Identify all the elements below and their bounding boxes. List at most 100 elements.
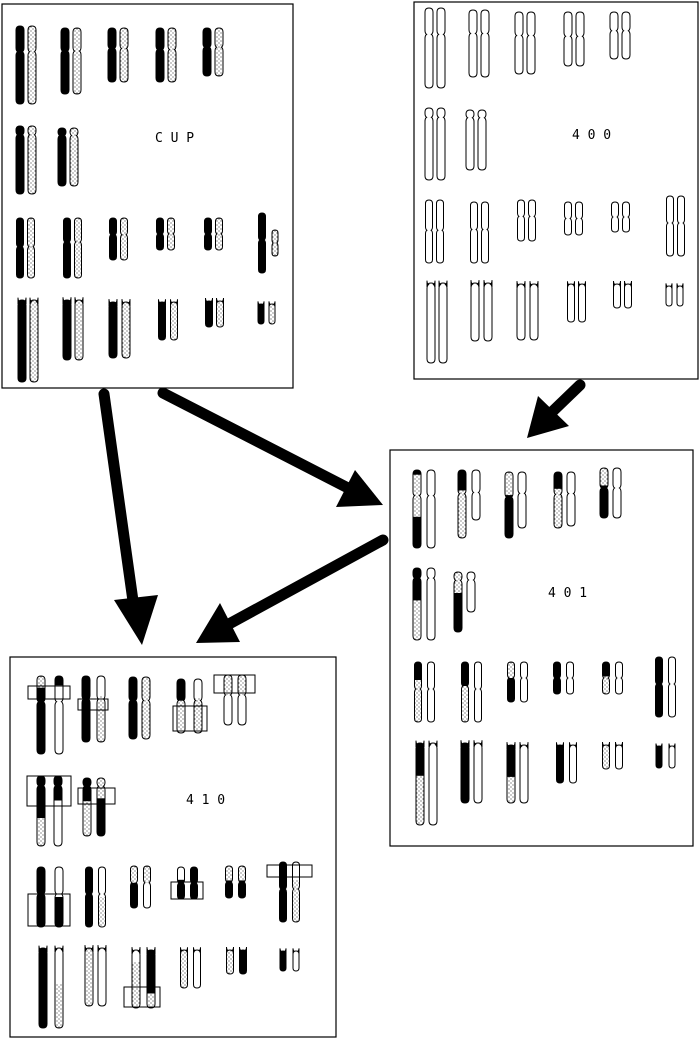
chromosome bbox=[457, 469, 467, 539]
chromosome bbox=[655, 743, 663, 769]
chromosome bbox=[436, 107, 446, 181]
chromosome bbox=[36, 866, 46, 928]
arrow-cup-to-410 bbox=[98, 388, 158, 645]
chromosome bbox=[466, 571, 476, 613]
chromosome bbox=[268, 301, 276, 325]
chromosome bbox=[223, 674, 233, 726]
chromosome bbox=[82, 777, 92, 837]
chromosome bbox=[470, 201, 478, 264]
highlight-box bbox=[123, 986, 161, 1008]
chromosome bbox=[526, 11, 536, 75]
chromosome bbox=[167, 27, 177, 83]
chromosome bbox=[575, 201, 583, 236]
chromosome bbox=[425, 199, 433, 264]
panel-410-label: 4 1 0 bbox=[186, 793, 225, 808]
chromosome-set-401 bbox=[412, 467, 676, 826]
chromosome bbox=[62, 297, 72, 361]
panel-400-label: 4 0 0 bbox=[572, 128, 611, 143]
chromosome bbox=[569, 742, 577, 784]
chromosome bbox=[520, 661, 528, 703]
chromosome bbox=[226, 946, 234, 975]
chromosome bbox=[602, 741, 610, 770]
chromosome bbox=[553, 471, 563, 529]
chromosome bbox=[415, 740, 425, 826]
chromosome bbox=[621, 11, 631, 60]
chromosome bbox=[27, 25, 37, 105]
chromosome-set-410 bbox=[26, 674, 313, 1029]
chromosome bbox=[427, 661, 435, 723]
chromosome bbox=[480, 9, 490, 78]
arrow-400-to-401 bbox=[527, 379, 586, 438]
chromosome bbox=[612, 467, 622, 519]
chromosome bbox=[128, 676, 138, 740]
chromosome bbox=[668, 656, 676, 718]
chromosome bbox=[668, 743, 676, 769]
chromosome bbox=[15, 25, 25, 105]
highlight-box bbox=[266, 864, 313, 878]
chromosome bbox=[108, 299, 118, 359]
highlight-box bbox=[77, 698, 109, 711]
chromosome bbox=[121, 299, 131, 359]
chromosome bbox=[615, 661, 623, 695]
chromosome bbox=[81, 675, 91, 743]
highlight-box bbox=[213, 674, 256, 694]
chromosome bbox=[54, 866, 64, 928]
chromosome bbox=[414, 661, 422, 723]
chromosome bbox=[36, 775, 46, 847]
chromosome bbox=[53, 775, 63, 847]
panel-400 bbox=[413, 1, 699, 380]
chromosome bbox=[528, 199, 536, 242]
chromosome bbox=[517, 199, 525, 242]
chromosome bbox=[412, 567, 422, 641]
chromosome bbox=[468, 9, 478, 78]
chromosome bbox=[412, 469, 422, 549]
chromosome bbox=[473, 740, 483, 804]
arrow-401-to-410 bbox=[196, 534, 389, 643]
chromosome bbox=[655, 656, 663, 718]
chromosome bbox=[566, 661, 574, 695]
chromosome bbox=[613, 280, 621, 309]
chromosome bbox=[38, 945, 48, 1029]
chromosome bbox=[15, 125, 25, 195]
chromosome bbox=[666, 195, 674, 257]
chromosome bbox=[279, 948, 287, 972]
chromosome bbox=[516, 281, 526, 341]
chromosome bbox=[599, 467, 609, 519]
highlight-box bbox=[170, 881, 204, 900]
chromosome bbox=[519, 742, 529, 804]
chromosome bbox=[74, 217, 82, 279]
chromosome bbox=[507, 661, 515, 703]
chromosome bbox=[131, 947, 141, 1009]
chromosome bbox=[609, 11, 619, 60]
chromosome bbox=[57, 127, 67, 187]
chromosome bbox=[517, 471, 527, 529]
chromosome bbox=[514, 11, 524, 75]
chromosome bbox=[676, 283, 684, 307]
chromosome bbox=[483, 280, 493, 342]
chromosome bbox=[271, 229, 279, 257]
chromosome bbox=[602, 661, 610, 695]
chromosome bbox=[426, 469, 436, 549]
chromosome bbox=[665, 283, 673, 307]
chromosome bbox=[575, 11, 585, 67]
chromosome bbox=[237, 674, 247, 726]
chromosome bbox=[146, 947, 156, 1009]
chromosome bbox=[158, 299, 166, 341]
chromosome bbox=[107, 27, 117, 83]
chromosome bbox=[622, 201, 630, 233]
chromosome bbox=[225, 865, 233, 899]
chromosome bbox=[143, 865, 151, 909]
chromosome bbox=[84, 945, 94, 1007]
chromosome bbox=[611, 201, 619, 233]
chromosome bbox=[506, 742, 516, 804]
chromosome bbox=[624, 280, 632, 309]
chromosome bbox=[109, 217, 117, 261]
panel-cup bbox=[1, 3, 294, 389]
chromosome bbox=[141, 676, 151, 740]
chromosome bbox=[27, 125, 37, 195]
chromosome bbox=[97, 945, 107, 1007]
chromosome bbox=[215, 217, 223, 251]
chromosome bbox=[98, 866, 106, 928]
highlight-box bbox=[172, 705, 208, 732]
chromosome bbox=[74, 297, 84, 361]
